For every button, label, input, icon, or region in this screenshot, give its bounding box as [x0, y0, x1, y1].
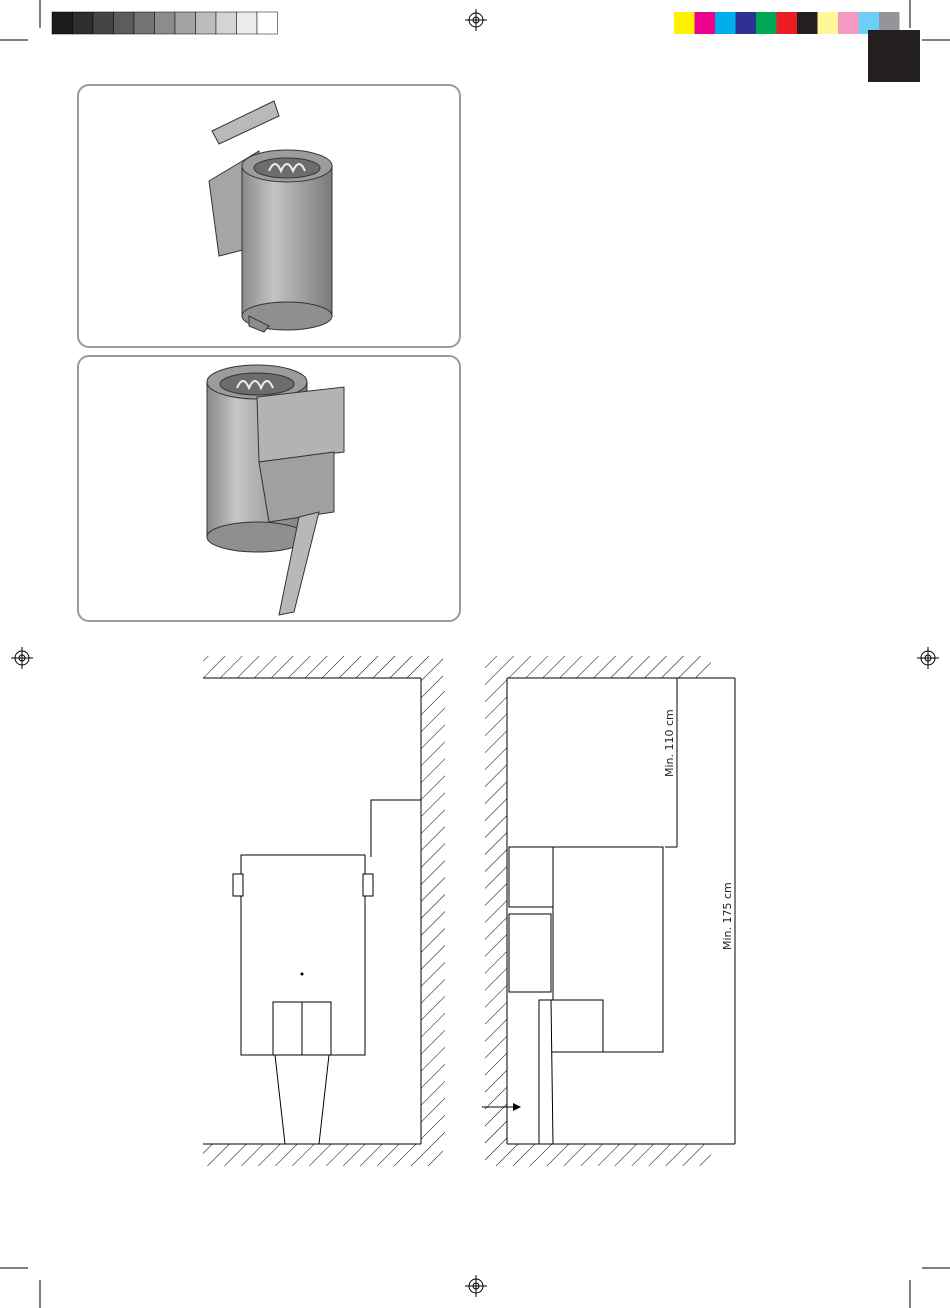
- registration-mark-top: [465, 9, 487, 31]
- color-swatch: [715, 12, 736, 34]
- color-swatch: [756, 12, 777, 34]
- grayscale-calibration-bar: [52, 12, 278, 34]
- heater-front-elevation-drawing: [203, 656, 445, 1166]
- color-swatch: [818, 12, 839, 34]
- heater-side-elevation-drawing: Min. 110 cm Min. 175 cm: [482, 656, 735, 1166]
- installation-diagrams: Min. 110 cm Min. 175 cm: [195, 652, 755, 1172]
- dim-top-label: Min. 110 cm: [663, 709, 676, 777]
- dim-total-label: Min. 175 cm: [721, 882, 734, 950]
- gray-swatch: [52, 12, 73, 34]
- color-swatch: [674, 12, 695, 34]
- gray-swatch: [175, 12, 196, 34]
- gray-swatch: [114, 12, 135, 34]
- color-swatch: [838, 12, 859, 34]
- print-marks-bottom: [0, 1260, 950, 1308]
- heater-exploded-view-illustration: [79, 86, 459, 346]
- gray-swatch: [134, 12, 155, 34]
- heater-assembled-illustration: [79, 357, 459, 620]
- middle-illustration-panel: [77, 355, 461, 622]
- print-marks-top: [0, 0, 950, 90]
- color-calibration-bar: [674, 12, 900, 34]
- top-illustration-panel: [77, 84, 461, 348]
- registration-mark-right: [916, 646, 940, 670]
- gray-swatch: [196, 12, 217, 34]
- gray-swatch: [257, 12, 278, 34]
- color-swatch: [797, 12, 818, 34]
- color-swatch: [777, 12, 798, 34]
- color-swatch: [695, 12, 716, 34]
- color-swatch: [736, 12, 757, 34]
- registration-mark-bottom: [465, 1275, 487, 1297]
- gray-swatch: [73, 12, 94, 34]
- gray-swatch: [216, 12, 237, 34]
- chapter-tab: [868, 30, 920, 82]
- gray-swatch: [93, 12, 114, 34]
- gray-swatch: [237, 12, 258, 34]
- registration-mark-left: [10, 646, 34, 670]
- gray-swatch: [155, 12, 176, 34]
